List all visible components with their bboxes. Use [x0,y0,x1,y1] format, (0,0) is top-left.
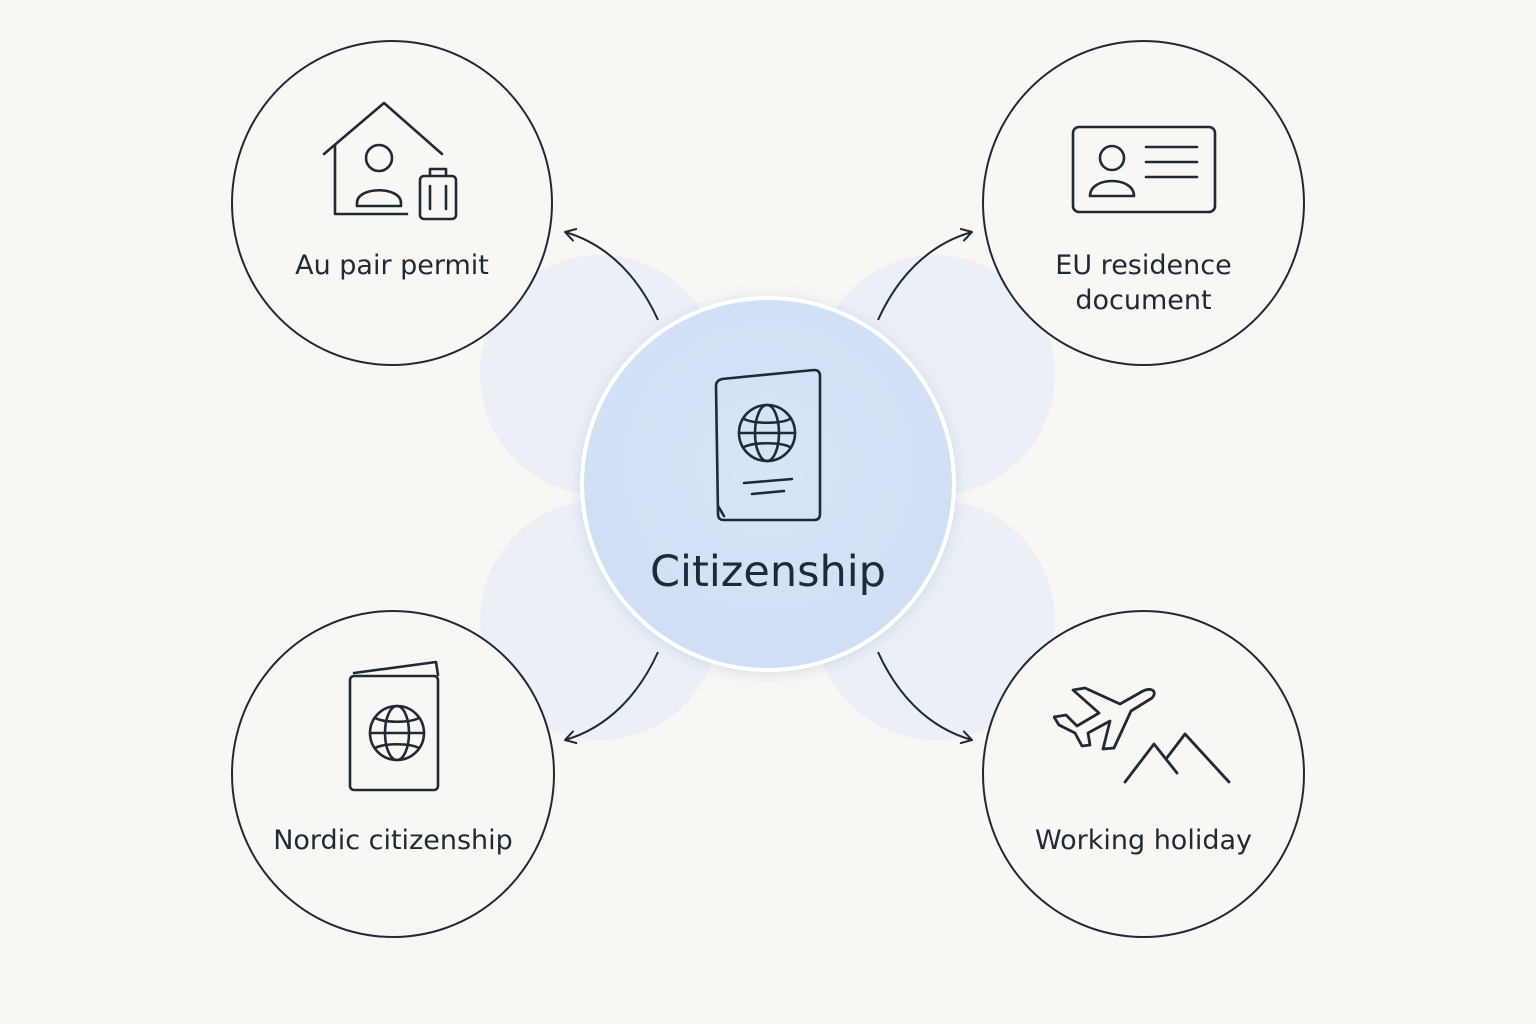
node-label: Working holiday [1034,825,1252,856]
arrow-to-nordic [564,651,659,744]
passport-icon [348,660,440,792]
node-label: Nordic citizenship [273,825,513,856]
id-card-icon [1071,125,1216,214]
node-au-pair-permit: Au pair permit [231,40,553,366]
node-nordic-citizenship: Nordic citizenship [231,610,555,938]
node-label: Au pair permit [295,250,489,281]
arrow-to-eu-residence [877,227,973,321]
node-working-holiday: Working holiday [982,610,1305,938]
passport-globe-icon [714,368,822,522]
node-label: EU residence document [1055,250,1232,316]
center-label: Citizenship [650,547,886,597]
arrow-to-au-pair [564,228,659,321]
node-eu-residence-document: EU residence document [982,40,1305,366]
center-node-citizenship: Citizenship [580,296,956,672]
airplane-mountains-icon [1052,686,1230,784]
house-person-suitcase-icon [322,101,458,221]
arrow-to-working-holiday [877,651,973,745]
